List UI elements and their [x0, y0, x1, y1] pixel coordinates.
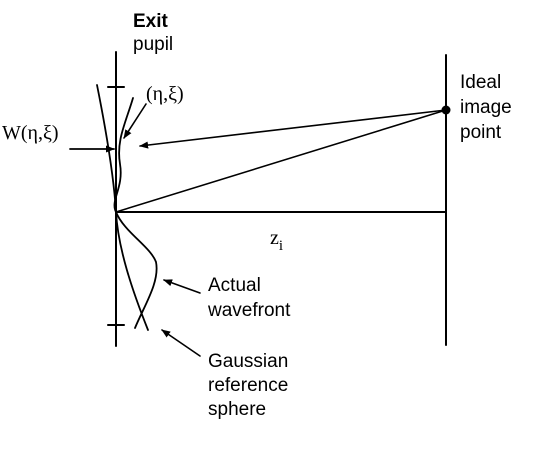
reference-sphere-leader-arrow [161, 329, 201, 357]
actual-wavefront-leader-arrow [163, 279, 201, 294]
ideal-image-point-label-line1: Ideal [460, 72, 501, 93]
reference-sphere-label-line2: reference [208, 375, 288, 396]
pupil-coordinate-label: (η,ξ) [146, 83, 184, 105]
actual-wavefront-label-line1: Actual [208, 275, 261, 296]
coordinate-leader-arrow [123, 103, 147, 139]
ideal-image-point-label-line3: point [460, 122, 502, 143]
chief-ray-to-image-point [115, 109, 447, 213]
ideal-image-point-dot [441, 105, 451, 115]
gaussian-reference-sphere-curve [96, 84, 149, 331]
actual-wavefront-label-line2: wavefront [207, 300, 291, 321]
image-distance-symbol: z [270, 227, 279, 249]
image-distance-label: zi [270, 227, 283, 254]
exit-pupil-label-line2: pupil [133, 34, 173, 55]
ideal-image-point-label-line2: image [460, 97, 512, 118]
exit-pupil-label-line1: Exit [133, 11, 169, 32]
reference-sphere-label-line1: Gaussian [208, 351, 288, 372]
actual-wavefront-curve [113, 97, 158, 329]
wavefront-aberration-label: W(η,ξ) [2, 122, 59, 144]
reference-sphere-label-line3: sphere [208, 399, 266, 420]
image-distance-subscript: i [279, 238, 283, 254]
ray-to-reference-sphere-arrow [139, 109, 447, 149]
